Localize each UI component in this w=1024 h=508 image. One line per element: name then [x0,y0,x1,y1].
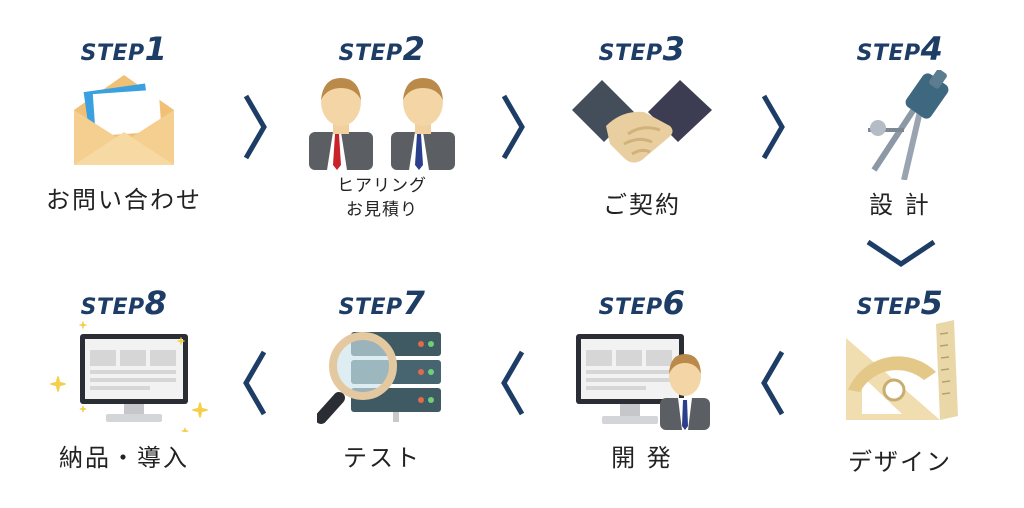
step-title: 開 発 [611,444,673,472]
step-label: STEP7 [338,284,426,322]
step-title: お問い合わせ [46,186,202,214]
chevron-left-icon [501,350,525,416]
step-label: STEP2 [338,30,426,68]
envelope-icon [74,75,174,165]
step-label: STEP1 [80,30,168,68]
step-5: STEP5 デザイン [800,284,1000,484]
step-2: STEP2 ヒアリング お見積り [282,30,482,230]
step-3: STEP3 ご契約 [542,30,742,220]
drafting-tools-icon [846,320,958,420]
step-1: STEP1 お問い合わせ [24,30,224,220]
step-label: STEP4 [856,30,944,68]
step-label: STEP3 [598,30,686,68]
developer-monitor-icon [576,334,710,430]
step-label: STEP5 [856,284,944,322]
sparkling-monitor-icon [50,321,208,432]
step-title: ヒアリング お見積り [282,174,482,222]
step-title: 納品・導入 [59,444,189,472]
step-title: ご契約 [603,191,681,219]
chevron-left-icon [761,350,785,416]
chevron-left-icon [243,350,267,416]
chevron-down-icon [866,239,936,268]
chevron-right-icon [761,94,785,160]
chevron-right-icon [243,94,267,160]
step-7: STEP7 テスト [282,284,482,484]
chevron-right-icon [501,94,525,160]
server-magnifier-icon [317,332,441,424]
step-title-line-1: ヒアリング [337,176,427,196]
handshake-icon [572,80,712,163]
step-title: デザイン [848,448,952,476]
step-8: STEP8 納品・導入 [24,284,224,484]
step-label: STEP6 [598,284,686,322]
step-6: STEP6 開 発 [542,284,742,484]
step-title: 設 計 [869,191,931,219]
compass-icon [868,70,949,180]
step-4: STEP4 設 計 [800,30,1000,220]
step-title-line-2: お見積り [346,200,418,220]
step-label: STEP8 [80,284,168,322]
step-title: テスト [343,444,421,472]
businessmen-icon [309,78,455,170]
